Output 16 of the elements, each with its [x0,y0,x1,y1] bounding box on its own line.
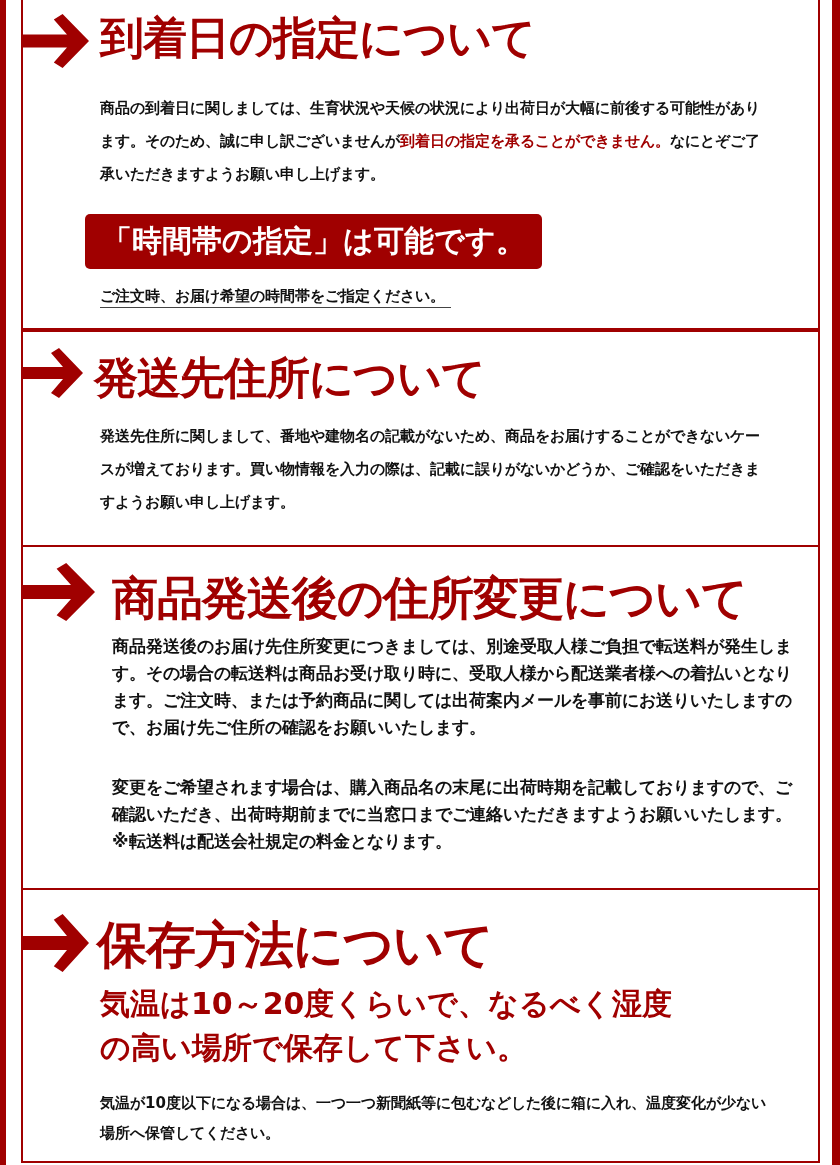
highlight-banner: 「時間帯の指定」は可能です。 [85,214,542,269]
body-text: 商品の到着日に関しましては、生育状況や天候の状況により出荷日が大幅に前後する可能性があります。そのため、誠に申し訳ございませんが到着日の指定を承ることができません。なにとぞご了承いただきますようお願い申し上げます。 [100,98,761,185]
section-subheading: 気温は10～20度くらいで、なるべく湿度の高い場所で保存して下さい。 [100,985,674,1067]
section-heading: 保存方法について [97,915,493,976]
section-heading: 商品発送後の住所変更について [112,570,747,627]
body-text: 商品発送後のお届け先住所変更につきましては、別途受取人様ご負担で転送料が発生します。その場合の転送料は商品お受け取り時に、受取人様から配送業者様への着払いとなります。ご注文時、または予約商品に関しては出荷案内メールを事前にお送りいたしますので、お届け先ご住所の確認をお願いいたします。 [112,635,793,739]
body-text: 発送先住所に関しまして、番地や建物名の記載がないため、商品をお届けすることができないケースが増えております。買い物情報を入力の際は、記載に誤りがないかどうか、ご確認をいただきますようお願い申し上げます。 [100,426,761,513]
section-panel [21,888,820,1163]
section-panel [21,545,820,890]
section-heading: 到着日の指定について [100,11,535,65]
section-panel [21,330,820,547]
note-text: ご注文時、お届け希望の時間帯をご指定ください。 [100,285,451,308]
body-text: 変更をご希望されます場合は、購入商品名の末尾に出荷時期を記載しておりますので、ご確認いただき、出荷時期前までに当窓口までご連絡いただきますようお願いいたします。 ※転送料は配送会社規定の料金となります。 [112,776,794,853]
section-panel [21,0,820,330]
section-heading: 発送先住所について [94,351,485,405]
body-text: 気温が10度以下になる場合は、一つ一つ新聞紙等に包むなどした後に箱に入れ、温度変化が少ない場所へ保管してください。 [100,1093,767,1144]
